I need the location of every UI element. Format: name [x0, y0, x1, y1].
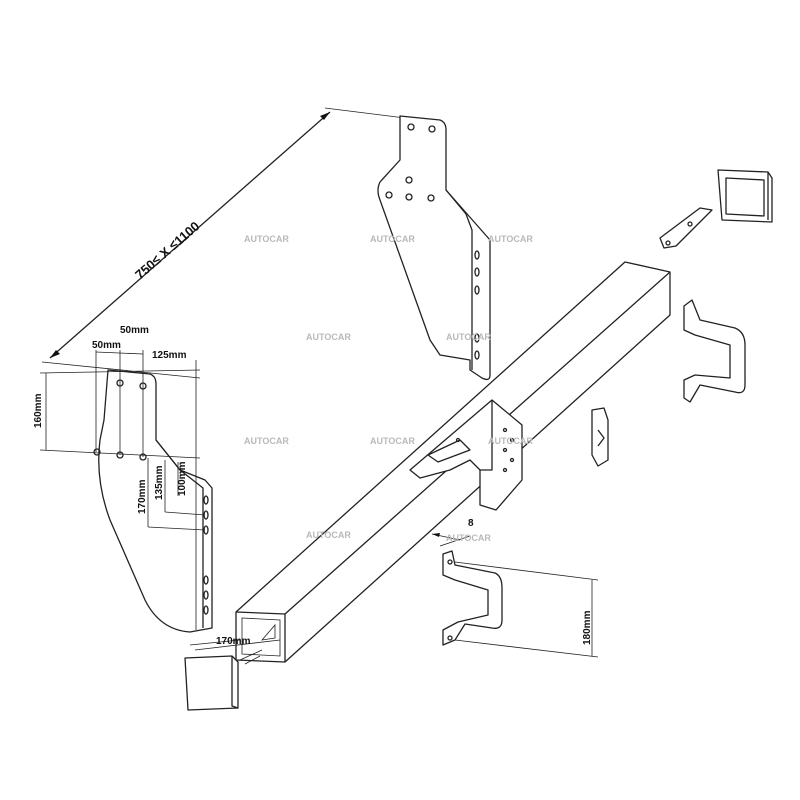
height-135-label: 135mm	[154, 465, 165, 500]
hole-spacing-inner-label: 50mm	[92, 340, 121, 351]
hole-spacing-outer-label: 50mm	[120, 325, 149, 336]
ball-mount-plate	[659, 207, 713, 249]
bolt-label: 8	[468, 518, 474, 529]
watermark: AUTOCAR	[446, 533, 491, 543]
bracket-height-label: 180mm	[582, 610, 593, 645]
watermark: AUTOCAR	[306, 530, 351, 540]
offset-125-label: 125mm	[152, 350, 187, 361]
watermark: AUTOCAR	[370, 234, 415, 244]
u-bracket-lower: 180mm	[442, 550, 599, 658]
span-label: 750≤ X ≤1100	[132, 218, 202, 282]
watermark: AUTOCAR	[446, 332, 491, 342]
watermark: AUTOCAR	[244, 234, 289, 244]
side-bracket-left: 50mm 50mm 125mm 160mm 170mm 135mm 100mm	[33, 325, 213, 633]
spring-clip	[591, 407, 609, 467]
height-100-label: 100mm	[177, 461, 188, 496]
watermark: AUTOCAR	[488, 436, 533, 446]
bolt-dimension: 8	[431, 518, 474, 547]
watermarks: AUTOCAR AUTOCAR AUTOCAR AUTOCAR AUTOCAR …	[244, 234, 533, 543]
side-bracket-right	[377, 115, 491, 381]
watermark: AUTOCAR	[244, 436, 289, 446]
end-cap-rear	[717, 169, 773, 223]
end-cap-front	[184, 655, 239, 711]
watermark: AUTOCAR	[306, 332, 351, 342]
watermark: AUTOCAR	[370, 436, 415, 446]
u-bracket-upper	[683, 299, 746, 403]
watermark: AUTOCAR	[488, 234, 533, 244]
beam-width-label: 170mm	[216, 636, 251, 647]
mount-holes	[455, 427, 515, 473]
height-170-label: 170mm	[137, 479, 148, 514]
height-160-label: 160mm	[33, 393, 44, 428]
